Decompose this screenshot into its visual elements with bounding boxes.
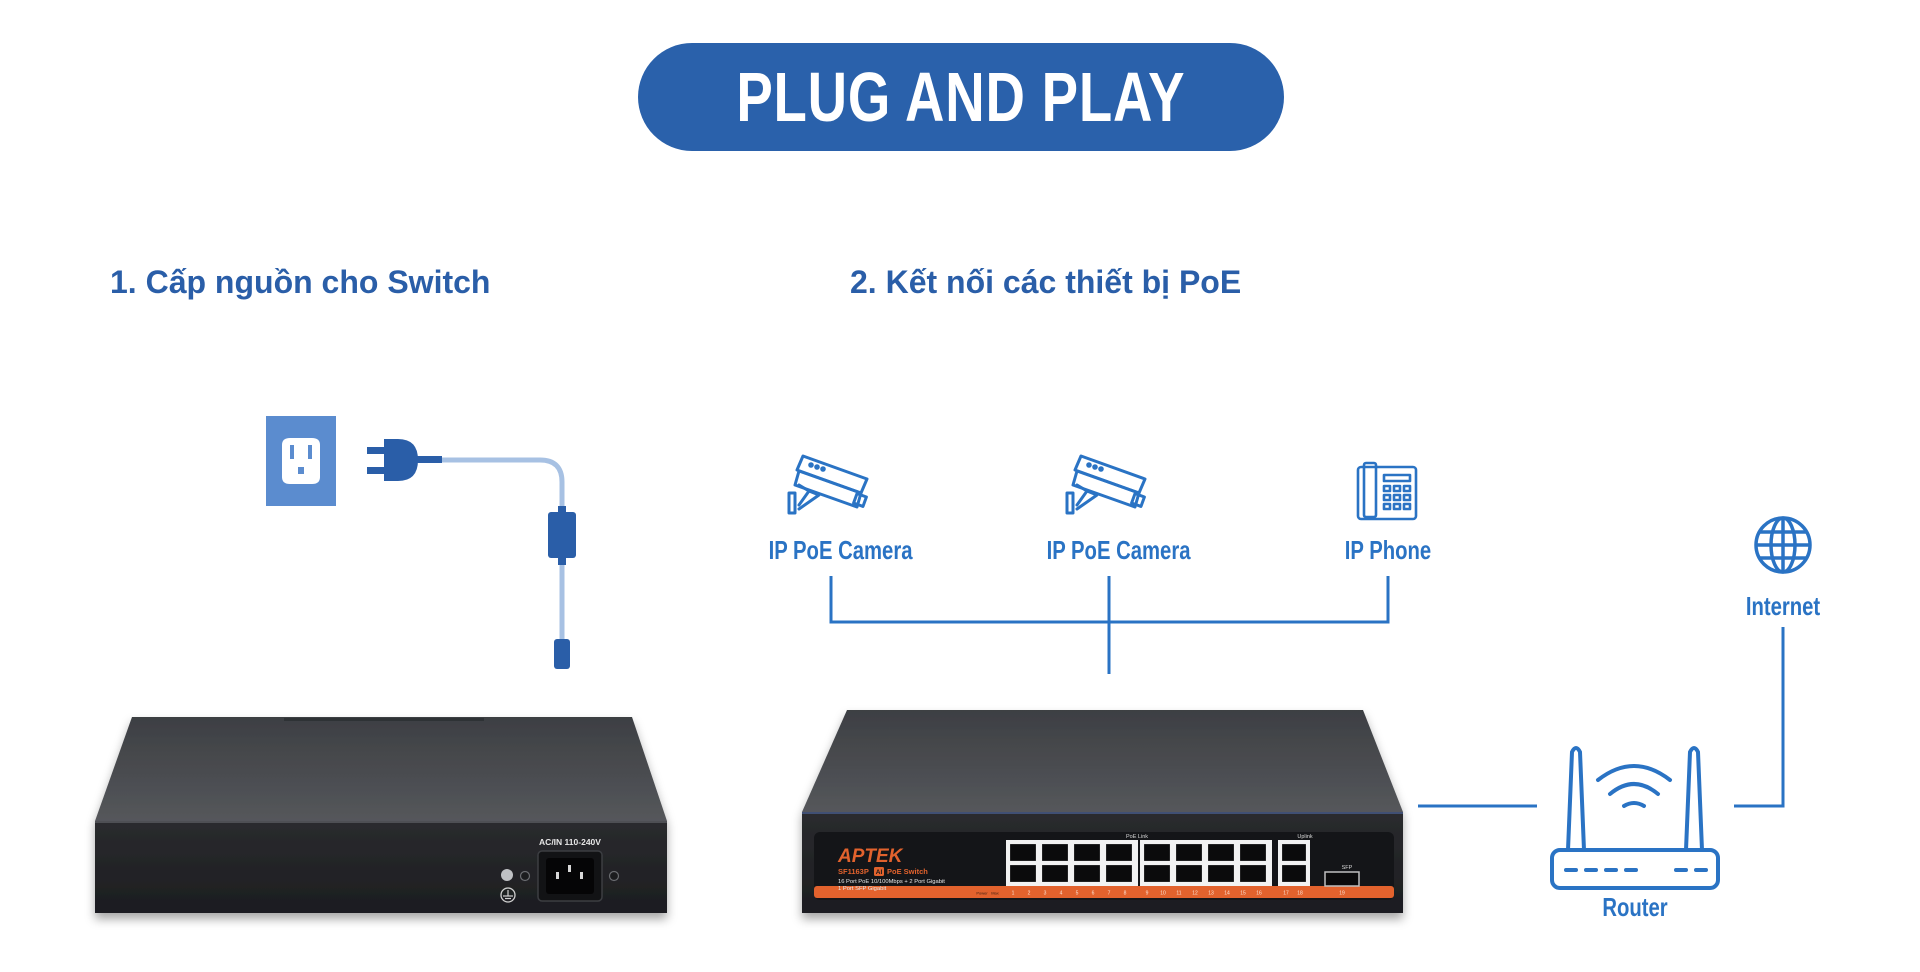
rj45-port [1279,862,1309,885]
rj45-port [1237,862,1269,885]
power-adapter-brick [548,512,576,558]
spec-line-1: 16 Port PoE 10/100Mbps + 2 Port Gigabit [838,879,945,885]
port-number-label: 1 [1012,891,1015,897]
port-number-label: 9 [1146,891,1149,897]
port-number-label: 14 [1224,891,1230,897]
port-number-label: 10 [1160,891,1166,897]
ground-screw-icon [501,869,513,881]
camera-2-label: IP PoE Camera [1046,535,1191,565]
port-number-label: 19 [1339,891,1345,897]
power-plug-icon [367,439,442,481]
rj45-port [1007,841,1039,864]
switch-type: PoE Switch [887,867,928,876]
step-2-heading: 2. Kết nối các thiết bị PoE [850,264,1242,300]
camera-1-label: IP PoE Camera [768,535,913,565]
rj45-port [1103,841,1135,864]
rear-power-label: AC/IN 110-240V [539,837,601,847]
router-to-internet-line [1734,627,1785,808]
model-number: SF1163P [838,867,869,876]
port-number-label: 13 [1208,891,1214,897]
spec-line-2: 1 Port SFP Gigabit [838,886,887,892]
rj45-port [1237,841,1269,864]
port-number-label: 15 [1240,891,1246,897]
rj45-port [1071,862,1103,885]
port-number-label: 11 [1176,891,1181,897]
rj45-port [1039,862,1071,885]
title-banner: PLUG AND PLAY [638,43,1284,151]
rj45-port [1071,841,1103,864]
poe-link-label: PoE Link [1126,834,1148,840]
rj45-port [1103,862,1135,885]
globe-icon [1754,516,1812,574]
power-led-label: Power [976,891,988,896]
max-led-label: Max [991,891,999,896]
cctv-camera-icon [787,454,869,515]
port-number-label: 3 [1044,891,1047,897]
phone-label: IP Phone [1344,535,1432,565]
internet-label: Internet [1745,591,1821,621]
rj45-port [1007,862,1039,885]
port-number-label: 12 [1192,891,1198,897]
desk-phone-icon [1356,461,1418,521]
step-1-heading: 1. Cấp nguồn cho Switch [110,264,491,300]
sfp-label: SFP [1342,865,1353,871]
port-number-label: 16 [1256,891,1262,897]
wall-outlet-icon [266,416,336,506]
port-number-label: 7 [1108,891,1111,897]
sfp-port [1324,871,1360,887]
rj45-port [1173,841,1205,864]
rj45-port [1173,862,1205,885]
rj45-port [1279,841,1309,864]
port-number-label: 5 [1076,891,1079,897]
brand-logo: APTEK [837,846,904,867]
port-number-label: 2 [1028,891,1031,897]
poe-connection-lines [829,576,1785,808]
rj45-port [1141,841,1173,864]
port-number-label: 4 [1060,891,1063,897]
port-number-label: 8 [1124,891,1127,897]
port-number-label: 17 [1283,891,1289,897]
port-label-strip [814,886,1394,898]
power-cable [442,457,576,669]
rj45-port [1205,862,1237,885]
router-label: Router [1602,892,1668,922]
port-number-label: 18 [1297,891,1303,897]
cctv-camera-icon [1065,454,1147,515]
dc-connector [554,639,570,669]
rj45-port-grid [1006,840,1360,887]
rear-power-socket [519,850,620,902]
ai-badge-text: AI [876,869,883,876]
uplink-label: Uplink [1297,834,1313,840]
rj45-port [1039,841,1071,864]
ai-badge [874,867,884,876]
banner-title: PLUG AND PLAY [736,58,1186,136]
rj45-port [1141,862,1173,885]
port-number-label: 6 [1092,891,1095,897]
ground-symbol-icon [500,887,516,903]
wifi-router-icon [1550,746,1720,890]
rj45-port [1205,841,1237,864]
